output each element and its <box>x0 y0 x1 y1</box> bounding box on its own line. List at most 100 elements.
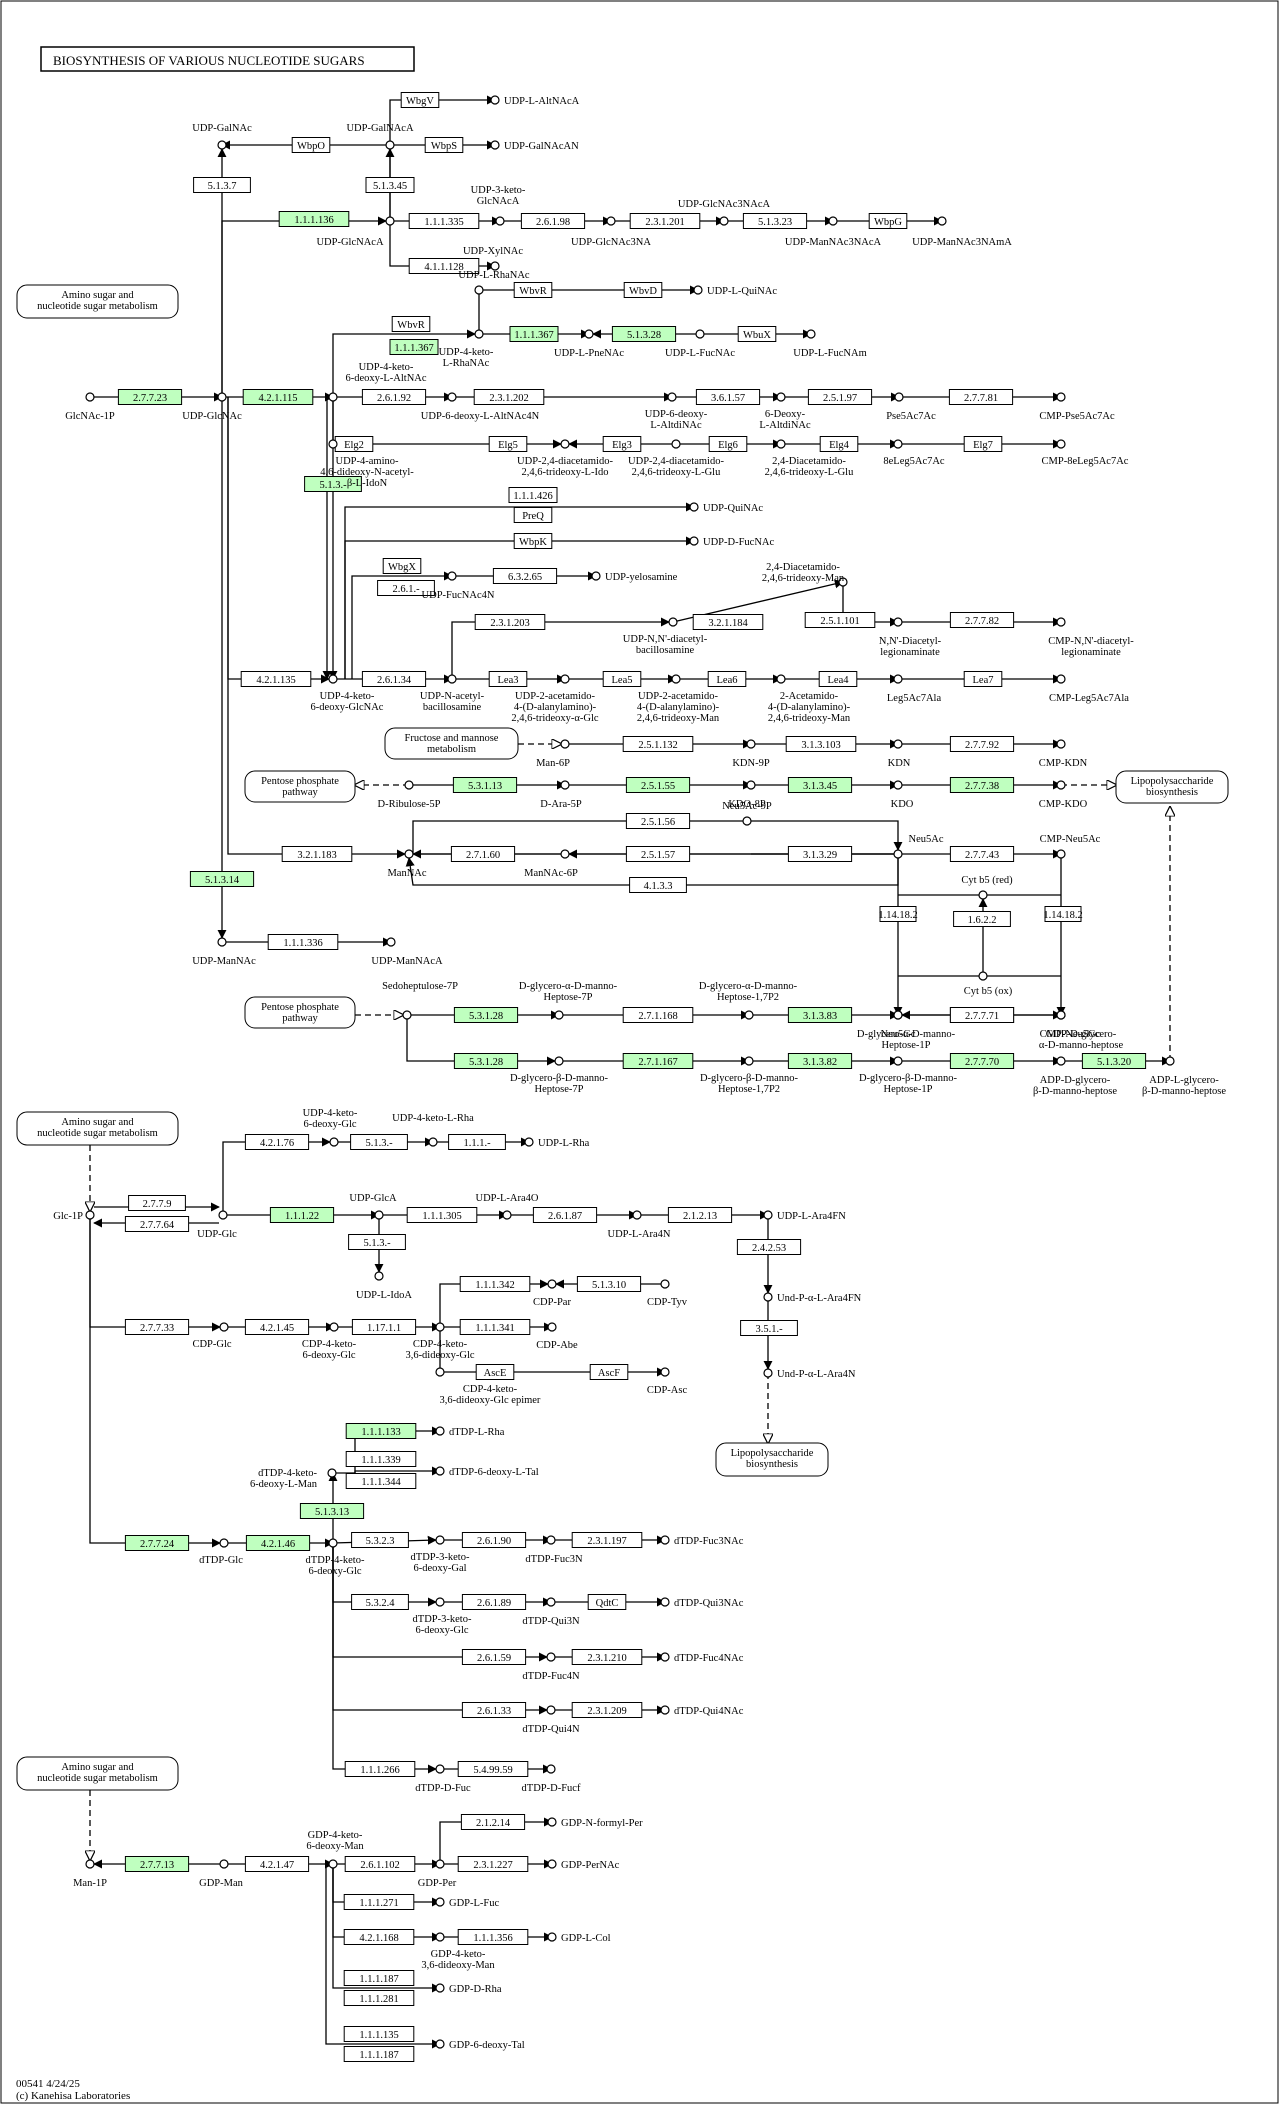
compound-node-c84[interactable] <box>632 1210 642 1220</box>
enzyme-box-e15[interactable]: WbvR <box>391 316 431 332</box>
enzyme-box-e9[interactable]: 2.3.1.201 <box>629 213 701 229</box>
compound-node-c90[interactable] <box>660 1279 670 1289</box>
enzyme-box-e111[interactable]: QdtC <box>587 1594 627 1610</box>
enzyme-box-e95[interactable]: 1.1.1.342 <box>459 1276 531 1292</box>
compound-node-c81[interactable] <box>218 1210 228 1220</box>
enzyme-box-e100[interactable]: 1.1.1.133 <box>345 1423 417 1439</box>
enzyme-box-e29[interactable]: Elg3 <box>602 436 642 452</box>
enzyme-box-e4[interactable]: 5.1.3.7 <box>193 177 251 193</box>
compound-node-c71[interactable] <box>1056 1010 1066 1020</box>
compound-node-c72[interactable] <box>554 1056 564 1066</box>
enzyme-box-e108[interactable]: 2.3.1.197 <box>571 1532 643 1548</box>
enzyme-box-e102[interactable]: 1.1.1.344 <box>345 1473 417 1489</box>
compound-node-c100[interactable] <box>219 1538 229 1548</box>
enzyme-box-e48[interactable]: Lea6 <box>707 671 747 687</box>
compound-node-c26[interactable] <box>328 439 338 449</box>
enzyme-box-e66[interactable]: 1.14.18.2 <box>878 906 918 922</box>
compound-node-c116[interactable] <box>328 1859 338 1869</box>
compound-node-c45[interactable] <box>893 674 903 684</box>
compound-node-c41[interactable] <box>447 674 457 684</box>
compound-node-c34[interactable] <box>447 571 457 581</box>
compound-node-c15[interactable] <box>584 329 594 339</box>
enzyme-box-e74[interactable]: 2.7.7.71 <box>949 1007 1015 1023</box>
compound-node-c89[interactable] <box>547 1279 557 1289</box>
compound-node-c37[interactable] <box>668 617 678 627</box>
compound-node-c87[interactable] <box>763 1292 773 1302</box>
compound-node-c19[interactable] <box>85 392 95 402</box>
enzyme-box-e126[interactable]: 1.1.1.187 <box>343 1970 415 1986</box>
compound-node-c62[interactable] <box>978 971 988 981</box>
compound-node-c66[interactable] <box>386 937 396 947</box>
enzyme-box-e12[interactable]: 4.1.1.128 <box>408 258 480 274</box>
compound-node-c40[interactable] <box>328 674 338 684</box>
enzyme-box-e26[interactable]: 2.7.7.81 <box>948 389 1014 405</box>
enzyme-box-e20[interactable]: 2.7.7.23 <box>117 389 183 405</box>
compound-node-c113[interactable] <box>546 1764 556 1774</box>
enzyme-box-e10[interactable]: 5.1.3.23 <box>742 213 808 229</box>
enzyme-box-e62[interactable]: 3.1.3.29 <box>787 846 853 862</box>
compound-node-c110[interactable] <box>546 1705 556 1715</box>
enzyme-box-e96[interactable]: 5.1.3.10 <box>576 1276 642 1292</box>
compound-node-c14[interactable] <box>474 329 484 339</box>
compound-node-c39[interactable] <box>1056 617 1066 627</box>
enzyme-box-e35[interactable]: PreQ <box>513 507 553 523</box>
enzyme-box-e99[interactable]: AscF <box>589 1364 629 1380</box>
enzyme-box-e58[interactable]: 2.5.1.56 <box>625 813 691 829</box>
enzyme-box-e40[interactable]: 2.3.1.203 <box>474 614 546 630</box>
enzyme-box-e8[interactable]: 2.6.1.98 <box>520 213 586 229</box>
compound-node-c3[interactable] <box>217 140 227 150</box>
enzyme-box-e23[interactable]: 2.3.1.202 <box>473 389 545 405</box>
compound-node-c97[interactable] <box>435 1426 445 1436</box>
compound-node-c57[interactable] <box>560 849 570 859</box>
enzyme-box-e56[interactable]: 3.1.3.45 <box>787 777 853 793</box>
compound-node-c70[interactable] <box>893 1010 903 1020</box>
compound-node-c96[interactable] <box>660 1367 670 1377</box>
compound-node-c36[interactable] <box>838 577 848 587</box>
compound-node-c74[interactable] <box>893 1056 903 1066</box>
compound-node-c7[interactable] <box>385 216 395 226</box>
compound-node-c80[interactable] <box>85 1210 95 1220</box>
compound-node-c54[interactable] <box>893 780 903 790</box>
compound-node-c68[interactable] <box>554 1010 564 1020</box>
enzyme-box-e44[interactable]: 4.2.1.135 <box>240 671 312 687</box>
compound-node-c101[interactable] <box>328 1538 338 1548</box>
enzyme-box-e127[interactable]: 1.1.1.281 <box>343 1990 415 2006</box>
compound-node-c28[interactable] <box>671 439 681 449</box>
enzyme-box-e122[interactable]: 2.3.1.227 <box>457 1856 529 1872</box>
compound-node-c33[interactable] <box>689 536 699 546</box>
compound-node-c98[interactable] <box>327 1468 337 1478</box>
enzyme-box-e5[interactable]: 5.1.3.45 <box>365 177 415 193</box>
enzyme-box-e110[interactable]: 2.6.1.89 <box>461 1594 527 1610</box>
enzyme-box-e78[interactable]: 2.7.7.70 <box>949 1053 1015 1069</box>
enzyme-box-e73[interactable]: 3.1.3.83 <box>787 1007 853 1023</box>
enzyme-box-e14[interactable]: WbvD <box>623 282 663 298</box>
compound-node-c77[interactable] <box>329 1137 339 1147</box>
compound-node-c48[interactable] <box>746 739 756 749</box>
compound-node-c13[interactable] <box>693 285 703 295</box>
enzyme-box-e47[interactable]: Lea5 <box>602 671 642 687</box>
compound-node-c2[interactable] <box>385 140 395 150</box>
enzyme-box-e46[interactable]: Lea3 <box>488 671 528 687</box>
enzyme-box-e18[interactable]: 5.1.3.28 <box>611 326 677 342</box>
enzyme-box-e31[interactable]: Elg4 <box>819 436 859 452</box>
enzyme-box-e83[interactable]: 2.7.7.9 <box>128 1195 186 1211</box>
compound-node-c32[interactable] <box>689 502 699 512</box>
enzyme-box-e125[interactable]: 1.1.1.356 <box>457 1929 529 1945</box>
enzyme-box-e53[interactable]: 2.7.7.92 <box>949 736 1015 752</box>
enzyme-box-e71[interactable]: 5.3.1.28 <box>453 1007 519 1023</box>
enzyme-box-e80[interactable]: 4.2.1.76 <box>244 1134 310 1150</box>
enzyme-box-e76[interactable]: 2.7.1.167 <box>622 1053 694 1069</box>
compound-node-c5[interactable] <box>495 216 505 226</box>
enzyme-box-e129[interactable]: 1.1.1.187 <box>343 2046 415 2062</box>
compound-node-c16[interactable] <box>695 329 705 339</box>
enzyme-box-e30[interactable]: Elg6 <box>708 436 748 452</box>
enzyme-box-e105[interactable]: 4.2.1.46 <box>245 1535 311 1551</box>
compound-node-c29[interactable] <box>776 439 786 449</box>
compound-node-c65[interactable] <box>217 937 227 947</box>
compound-node-c61[interactable] <box>978 890 988 900</box>
enzyme-box-e65[interactable]: 5.1.3.14 <box>189 871 255 887</box>
